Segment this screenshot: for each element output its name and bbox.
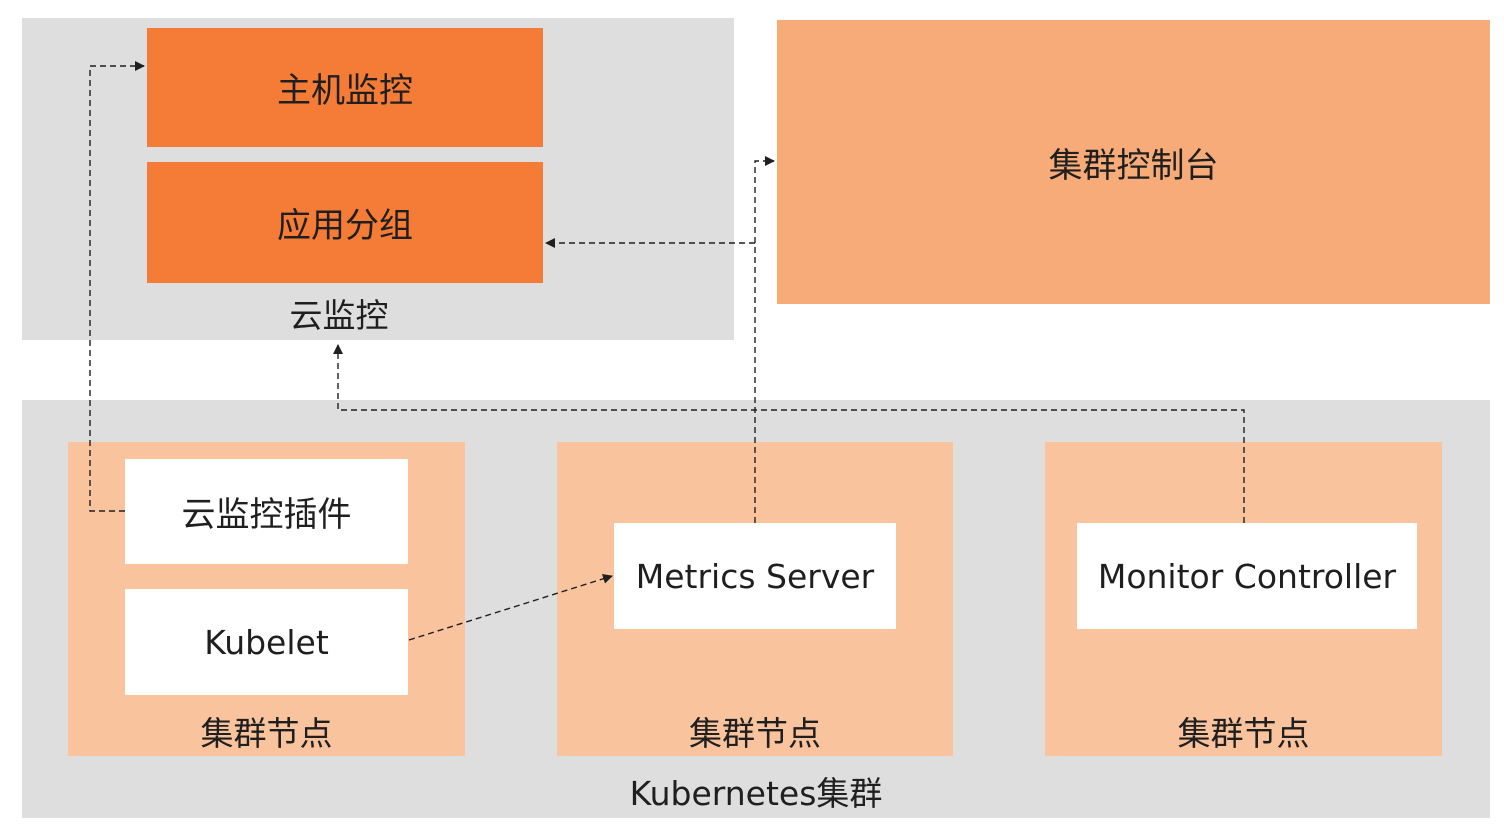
kubernetes-cluster-label: Kubernetes集群 (629, 774, 883, 813)
app-group-box: 应用分组 (147, 162, 543, 283)
host-monitor-box: 主机监控 (147, 28, 543, 147)
cluster-node-label: 集群节点 (200, 714, 333, 753)
cluster-node-label: 集群节点 (1177, 714, 1310, 753)
cluster-console-box: 集群控制台 (777, 20, 1490, 304)
metrics-server-box: Metrics Server (614, 523, 896, 629)
cloud-monitor-plugin-box: 云监控插件 (125, 459, 408, 564)
cloud-monitor-label: 云监控 (289, 296, 389, 335)
monitor-controller-box: Monitor Controller (1077, 523, 1417, 629)
cluster-node-label: 集群节点 (689, 714, 821, 753)
kubelet-box: Kubelet (125, 589, 408, 695)
